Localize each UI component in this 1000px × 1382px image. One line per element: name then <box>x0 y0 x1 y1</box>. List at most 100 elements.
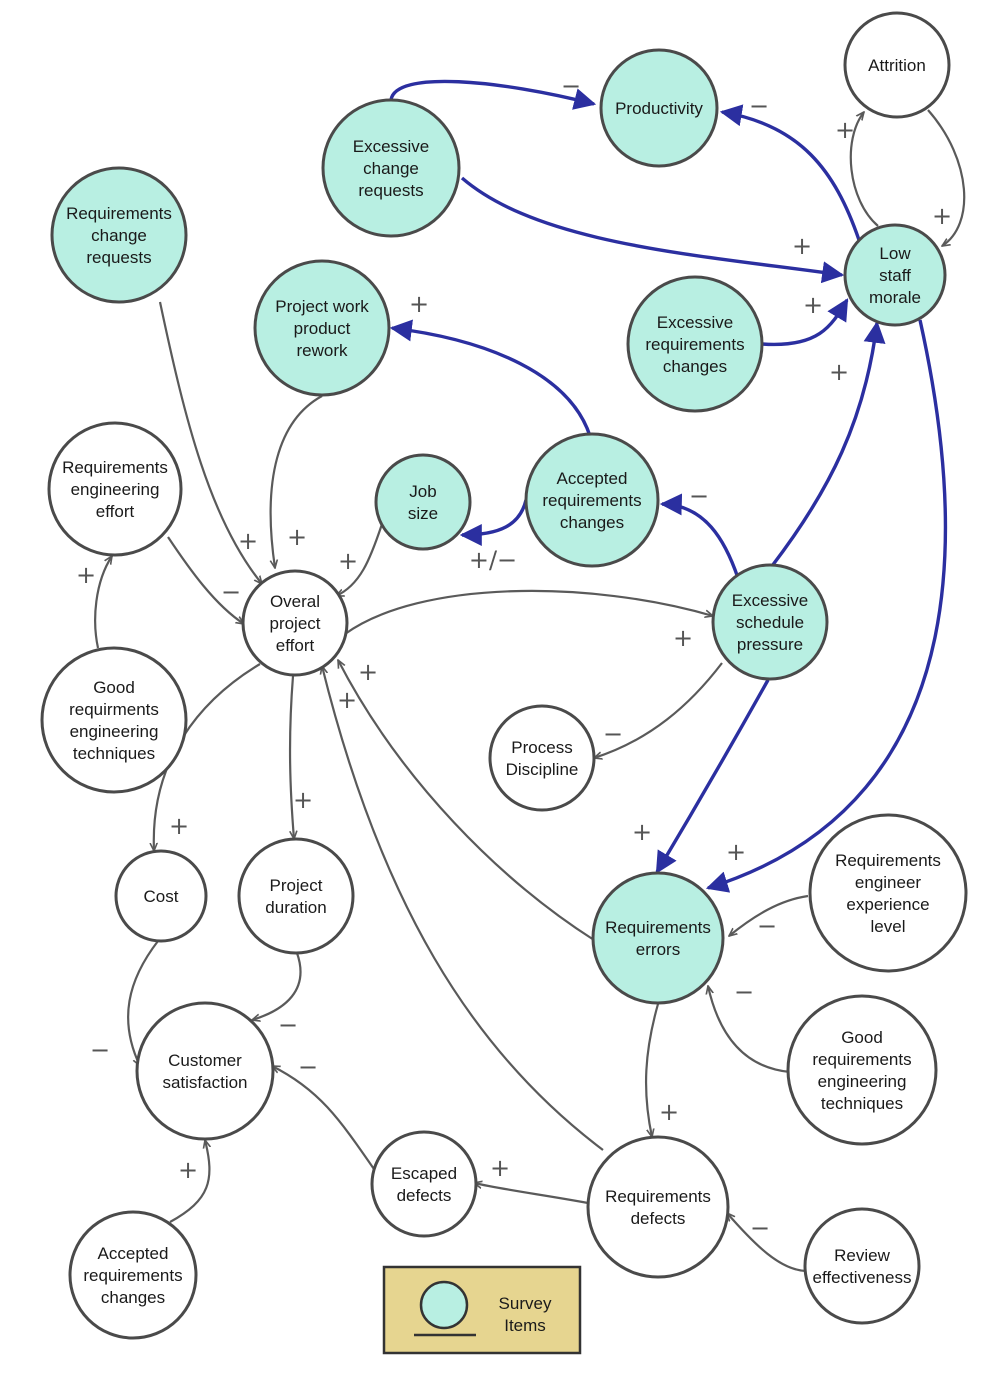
node-label-line: techniques <box>821 1094 903 1113</box>
polarity-sign: − <box>298 1053 318 1081</box>
polarity-sign: + <box>659 1098 679 1126</box>
node-label-line: effort <box>276 636 315 655</box>
polarity-sign: + <box>632 818 652 846</box>
node-label-line: staff <box>879 266 911 285</box>
edge-accepted-requirements-changes-bottom-to-customer-satisfaction <box>169 1140 209 1223</box>
node-label-line: changes <box>101 1288 165 1307</box>
polarity-sign: + <box>358 658 378 686</box>
edge-requirements-errors-to-requirements-defects <box>644 1003 660 1137</box>
polarity-sign: +/− <box>469 546 517 574</box>
legend: Survey Items <box>382 1265 582 1355</box>
polarity-sign: + <box>726 838 746 866</box>
edges-layer <box>94 79 966 1273</box>
node-circle <box>50 166 188 304</box>
node-circle <box>237 837 355 955</box>
node-label-line: changes <box>560 513 624 532</box>
edge-overal-project-effort-to-project-duration <box>288 675 294 839</box>
polarity-sign: + <box>803 291 823 319</box>
node-circle <box>843 223 947 327</box>
node-circle <box>786 994 938 1146</box>
nodes-layer: ProductivityAttritionExcessivechangerequ… <box>40 11 968 1340</box>
node-label-line: change <box>363 159 419 178</box>
node-label-line: satisfaction <box>162 1073 247 1092</box>
node-label-line: requirements <box>83 1266 182 1285</box>
node-label-line: defects <box>397 1186 452 1205</box>
node-label-line: Job <box>409 482 436 501</box>
edge-excessive-schedule-pressure-to-requirements-errors <box>655 679 770 874</box>
edge-requirements-defects-to-escaped-defects <box>474 1183 589 1205</box>
node-circle <box>586 1135 730 1279</box>
node-label-line: Project work <box>275 297 369 316</box>
edge-accepted-requirements-changes-top-to-project-work-product-rework <box>389 319 592 437</box>
node-circle <box>321 98 461 238</box>
node-label-line: errors <box>636 940 680 959</box>
node-label-line: requests <box>86 248 151 267</box>
edge-requirements-errors-to-overal-project-effort <box>337 660 595 941</box>
edge-excessive-schedule-pressure-to-low-staff-morale <box>770 320 886 568</box>
polarity-sign: + <box>490 1154 510 1182</box>
node-label-line: product <box>294 319 351 338</box>
node-circle <box>241 569 349 677</box>
polarity-sign: − <box>750 1214 770 1242</box>
node-label-line: Good <box>93 678 135 697</box>
polarity-sign: + <box>835 116 855 144</box>
node-label-line: Excessive <box>657 313 734 332</box>
node-requirements-errors: Requirements errors <box>591 871 725 1005</box>
node-label-line: engineering <box>70 722 159 741</box>
node-circle <box>591 871 725 1005</box>
node-circle <box>135 1001 275 1141</box>
node-circle <box>711 563 829 681</box>
node-label-line: Review <box>834 1246 890 1265</box>
polarity-sign: + <box>169 812 189 840</box>
node-label-line: morale <box>869 288 921 307</box>
edge-excessive-change-requests-to-productivity <box>389 79 597 110</box>
node-label-line: requests <box>358 181 423 200</box>
node-label-line: Productivity <box>615 99 703 118</box>
node-circle <box>488 704 596 812</box>
node-label-line: Requirements <box>62 458 168 477</box>
node-label-line: requirements <box>812 1050 911 1069</box>
polarity-sign: + <box>932 202 952 230</box>
node-excessive-change-requests: Excessive change requests <box>321 98 461 238</box>
polarity-sign: + <box>293 786 313 814</box>
node-label-line: engineering <box>71 480 160 499</box>
polarity-sign: − <box>757 912 777 940</box>
node-circle <box>524 432 660 568</box>
edge-low-staff-morale-to-attrition <box>849 112 879 227</box>
node-label-line: Requirements <box>605 918 711 937</box>
polarity-sign: + <box>178 1156 198 1184</box>
polarity-sign: + <box>673 624 693 652</box>
node-label-line: level <box>871 917 906 936</box>
polarity-sign: − <box>221 578 241 606</box>
polarity-sign: − <box>603 720 623 748</box>
polarity-sign: + <box>338 547 358 575</box>
polarity-sign: − <box>749 92 769 120</box>
polarity-signs-layer: −−++++++++/−−++++−++−++++−−−+−−++− <box>76 72 952 1242</box>
node-label-line: requirements <box>542 491 641 510</box>
node-label-line: requirments <box>69 700 159 719</box>
node-label-line: Discipline <box>506 760 579 779</box>
node-label-line: Process <box>511 738 572 757</box>
node-circle <box>599 48 719 168</box>
node-label-line: defects <box>631 1209 686 1228</box>
legend-box <box>382 1265 582 1355</box>
node-label-line: Low <box>879 244 911 263</box>
node-label-line: engineer <box>855 873 922 892</box>
node-label-line: Requirements <box>835 851 941 870</box>
node-productivity: Productivity <box>599 48 719 168</box>
node-circle <box>370 1130 478 1238</box>
edge-cost-to-customer-satisfaction <box>127 940 159 1066</box>
node-label-line: Excessive <box>353 137 430 156</box>
polarity-sign: + <box>287 523 307 551</box>
node-label-line: engineering <box>818 1072 907 1091</box>
